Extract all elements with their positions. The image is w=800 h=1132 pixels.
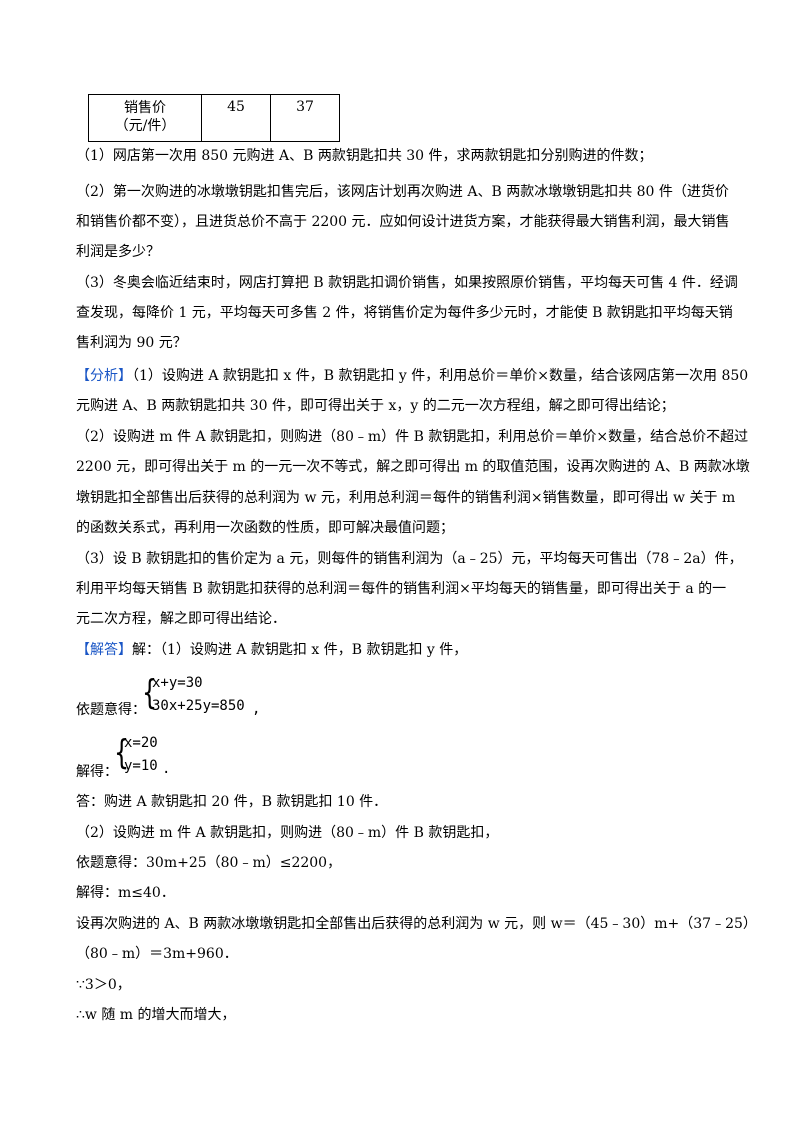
- jiede-label: 解得：: [76, 764, 118, 780]
- analysis-line: 元二次方程，解之即可得出结论．: [76, 611, 286, 627]
- table-header-cell: 销售价 （元/件）: [88, 94, 202, 142]
- solution-line: 依题意得：30m+25（80﹣m）≤2200，: [76, 855, 342, 871]
- solution-line: 解得：m≤40．: [76, 885, 175, 901]
- question-2-line: 和销售价都不变），且进货总价不高于 2200 元．应如何设计进货方案，才能获得最…: [76, 214, 730, 230]
- equation: x=20: [124, 735, 158, 751]
- equation: 30x+25y=850: [152, 698, 245, 714]
- left-brace: {: [142, 673, 158, 713]
- b-price-cell: 37: [270, 94, 340, 142]
- analysis-line: 利用平均每天销售 B 款钥匙扣获得的总利润＝每件的销售利润×平均每天的销售量，即…: [76, 581, 727, 597]
- analysis-text: （1）设购进 A 款钥匙扣 x 件，B 款钥匙扣 y 件，利用总价＝单价×数量，…: [132, 368, 749, 384]
- analysis-line: 元购进 A、B 两款钥匙扣共 30 件，即可得出关于 x，y 的二元一次方程组，…: [76, 398, 675, 414]
- solution-line: 设再次购进的 A、B 两款冰墩墩钥匙扣全部售出后获得的总利润为 w 元，则 w＝…: [76, 916, 757, 932]
- analysis-line: （2）设购进 m 件 A 款钥匙扣，则购进（80﹣m）件 B 款钥匙扣，利用总价…: [76, 429, 749, 445]
- punctuation: .: [162, 761, 171, 777]
- question-3-line: （3）冬奥会临近结束时，网店打算把 B 款钥匙扣调价销售，如果按照原价销售，平均…: [76, 275, 738, 291]
- header-line: 销售价: [124, 100, 166, 116]
- solution-tag: 【解答】: [76, 642, 132, 658]
- analysis-line: （3）设 B 款钥匙扣的售价定为 a 元，则每件的销售利润为（a﹣25）元，平均…: [76, 551, 743, 567]
- question-3-line: 售利润为 90 元？: [76, 335, 187, 351]
- equation: x+y=30: [152, 675, 203, 691]
- table-row: 销售价 （元/件） 45 37: [88, 94, 340, 142]
- analysis-tag: 【分析】: [76, 368, 132, 384]
- question-2-line: 利润是多少？: [76, 244, 160, 260]
- punctuation: ,: [252, 701, 261, 717]
- solution-line: ∴w 随 m 的增大而增大，: [76, 1007, 236, 1023]
- analysis-line: 墩钥匙扣全部售出后获得的总利润为 w 元，利用总利润＝每件的销售利润×销售数量，…: [76, 490, 736, 506]
- question-2-line: （2）第一次购进的冰墩墩钥匙扣售完后，该网店计划再次购进 A、B 两款冰墩墩钥匙…: [76, 184, 729, 200]
- left-brace: {: [114, 733, 130, 773]
- question-3-line: 查发现，每降价 1 元，平均每天可多售 2 件，将销售价定为每件多少元时，才能使…: [76, 305, 733, 321]
- analysis-line: 2200 元，即可得出关于 m 的一元一次不等式，解之即可得出 m 的取值范围，…: [76, 459, 750, 475]
- yiti-label: 依题意得：: [76, 702, 146, 718]
- answer-1: 答：购进 A 款钥匙扣 20 件，B 款钥匙扣 10 件．: [76, 794, 388, 810]
- price-table: 销售价 （元/件） 45 37: [88, 94, 340, 142]
- header-line: （元/件）: [114, 118, 176, 134]
- solution-text: 解：（1）设购进 A 款钥匙扣 x 件，B 款钥匙扣 y 件，: [132, 642, 468, 658]
- solution-line: （80﹣m）＝3m+960．: [76, 946, 238, 962]
- solution-line: ∵3＞0，: [76, 977, 131, 993]
- solution-line: 【解答】解：（1）设购进 A 款钥匙扣 x 件，B 款钥匙扣 y 件，: [76, 640, 736, 660]
- a-price-cell: 45: [201, 94, 271, 142]
- solution-line: （2）设购进 m 件 A 款钥匙扣，则购进（80﹣m）件 B 款钥匙扣，: [76, 825, 499, 841]
- analysis-line: 的函数关系式，再利用一次函数的性质，即可解决最值问题；: [76, 520, 454, 536]
- analysis-line: 【分析】（1）设购进 A 款钥匙扣 x 件，B 款钥匙扣 y 件，利用总价＝单价…: [76, 366, 748, 386]
- question-1: （1）网店第一次用 850 元购进 A、B 两款钥匙扣共 30 件，求两款钥匙扣…: [76, 148, 653, 164]
- equation: y=10: [124, 758, 158, 774]
